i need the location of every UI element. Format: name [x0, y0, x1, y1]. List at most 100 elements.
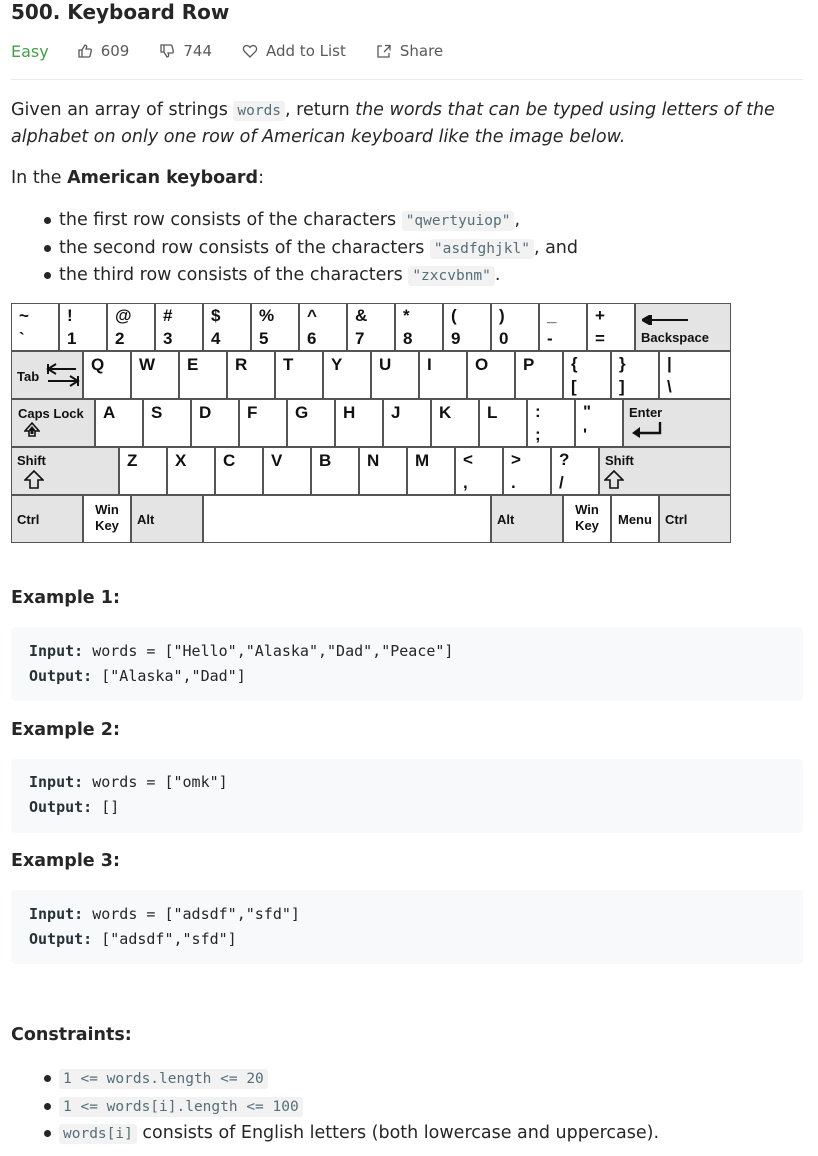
output-value: [] — [92, 798, 120, 816]
key-=: += — [587, 303, 635, 351]
key-n: N — [359, 447, 407, 495]
like-button[interactable]: 609 — [77, 42, 129, 60]
divider — [11, 79, 803, 80]
share-button[interactable]: Share — [376, 42, 443, 60]
key-shift-char: ^ — [307, 306, 317, 325]
list-item: 1 <= words[i].length <= 100 — [11, 1093, 659, 1121]
description-paragraph: Given an array of strings words, return … — [11, 97, 801, 150]
key-char: O — [475, 355, 489, 374]
key-base-char: ] — [619, 377, 625, 396]
key-shift-char: & — [355, 306, 368, 325]
key-label: Backspace — [641, 330, 709, 345]
key-f: F — [239, 399, 287, 447]
key-8: *8 — [395, 303, 443, 351]
key-base-char: , — [463, 473, 468, 492]
key-e: E — [179, 351, 227, 399]
list-item: words[i] consists of English letters (bo… — [11, 1120, 659, 1148]
key-base-char: 0 — [499, 329, 509, 348]
key-6: ^6 — [299, 303, 347, 351]
key-d: D — [191, 399, 239, 447]
inline-code: 1 <= words.length <= 20 — [59, 1069, 268, 1089]
key-shift-char: # — [163, 306, 173, 325]
right-shift-key: Shift — [599, 447, 731, 495]
key-label: Tab — [17, 369, 40, 384]
constraints-heading: Constraints: — [11, 1025, 132, 1045]
input-value: words = ["adsdf","sfd"] — [83, 905, 300, 923]
key-base-char: / — [559, 473, 564, 492]
text: , return — [285, 100, 356, 120]
heart-icon — [242, 44, 258, 58]
key-g: G — [287, 399, 335, 447]
key-label: Win Key — [95, 502, 119, 533]
key-base-char: 8 — [403, 329, 413, 348]
key-char: Y — [331, 355, 343, 374]
inline-code: 1 <= words[i].length <= 100 — [59, 1096, 303, 1117]
text: the first row consists of the characters — [59, 210, 402, 230]
key-b: B — [311, 447, 359, 495]
input-label: Input: — [29, 905, 84, 923]
key-base-char: 6 — [307, 329, 317, 348]
key-char: A — [103, 403, 116, 422]
dislike-button[interactable]: 744 — [159, 42, 212, 60]
menu-key: Menu — [611, 495, 659, 543]
caps-lock-key: Caps Lock — [11, 399, 95, 447]
key-shift-char: * — [403, 306, 410, 325]
key-punct: "' — [575, 399, 623, 447]
example-block: Input: words = ["Hello","Alaska","Dad","… — [11, 627, 803, 701]
list-item: 1 <= words.length <= 20 — [11, 1065, 659, 1093]
key-base-char: = — [595, 329, 605, 348]
problem-meta-bar: Easy 609 744 Add to List Share — [11, 38, 473, 64]
add-to-list-button[interactable]: Add to List — [242, 42, 346, 60]
text: . — [494, 265, 501, 285]
key-shift-char: $ — [211, 306, 221, 325]
caps-lock-icon — [23, 421, 41, 445]
constraints-list: 1 <= words.length <= 20 1 <= words[i].le… — [11, 1065, 659, 1148]
key-base-char: ' — [583, 425, 588, 444]
example-block: Input: words = ["omk"] Output: [] — [11, 759, 803, 833]
key-t: T — [275, 351, 323, 399]
inline-code: words — [233, 101, 286, 121]
key-label: Shift — [17, 453, 46, 468]
output-label: Output: — [29, 798, 93, 816]
key-shift-char: ! — [67, 306, 73, 325]
key-char: D — [199, 403, 212, 422]
key-[: {[ — [563, 351, 611, 399]
inline-code: "asdfghjkl" — [429, 238, 534, 259]
key-a: A — [95, 399, 143, 447]
key-1: !1 — [59, 303, 107, 351]
key-char: P — [523, 355, 535, 374]
key-shift-char: > — [511, 450, 521, 469]
key-char: G — [295, 403, 309, 422]
key-base-char: 9 — [451, 329, 461, 348]
key-c: C — [215, 447, 263, 495]
output-label: Output: — [29, 667, 93, 685]
key-0: )0 — [491, 303, 539, 351]
key-char: Q — [91, 355, 105, 374]
key-s: S — [143, 399, 191, 447]
key-shift-char: ) — [499, 306, 505, 325]
key-x: X — [167, 447, 215, 495]
key-base-char: 3 — [163, 329, 173, 348]
output-value: ["Alaska","Dad"] — [92, 667, 246, 685]
key-q: Q — [83, 351, 131, 399]
alt-key: Alt — [491, 495, 563, 543]
share-icon — [377, 44, 391, 58]
key-]: }] — [611, 351, 659, 399]
key-base-char: 2 — [115, 329, 125, 348]
key-base-char: - — [547, 329, 553, 348]
key-char: C — [223, 451, 236, 470]
key-z: Z — [119, 447, 167, 495]
text: , — [514, 210, 521, 230]
key-base-char: 7 — [355, 329, 365, 348]
key-base-char: . — [511, 473, 516, 492]
thumbs-down-icon — [160, 44, 175, 58]
shift-arrow-icon — [23, 469, 45, 495]
key-shift-char: ~ — [19, 306, 29, 325]
text: the second row consists of the character… — [59, 237, 430, 258]
key-char: W — [139, 355, 156, 374]
key-char: H — [343, 403, 356, 422]
thumbs-up-icon — [78, 44, 92, 58]
text: , and — [533, 237, 578, 258]
keyboard-intro: In the American keyboard: — [11, 165, 264, 191]
